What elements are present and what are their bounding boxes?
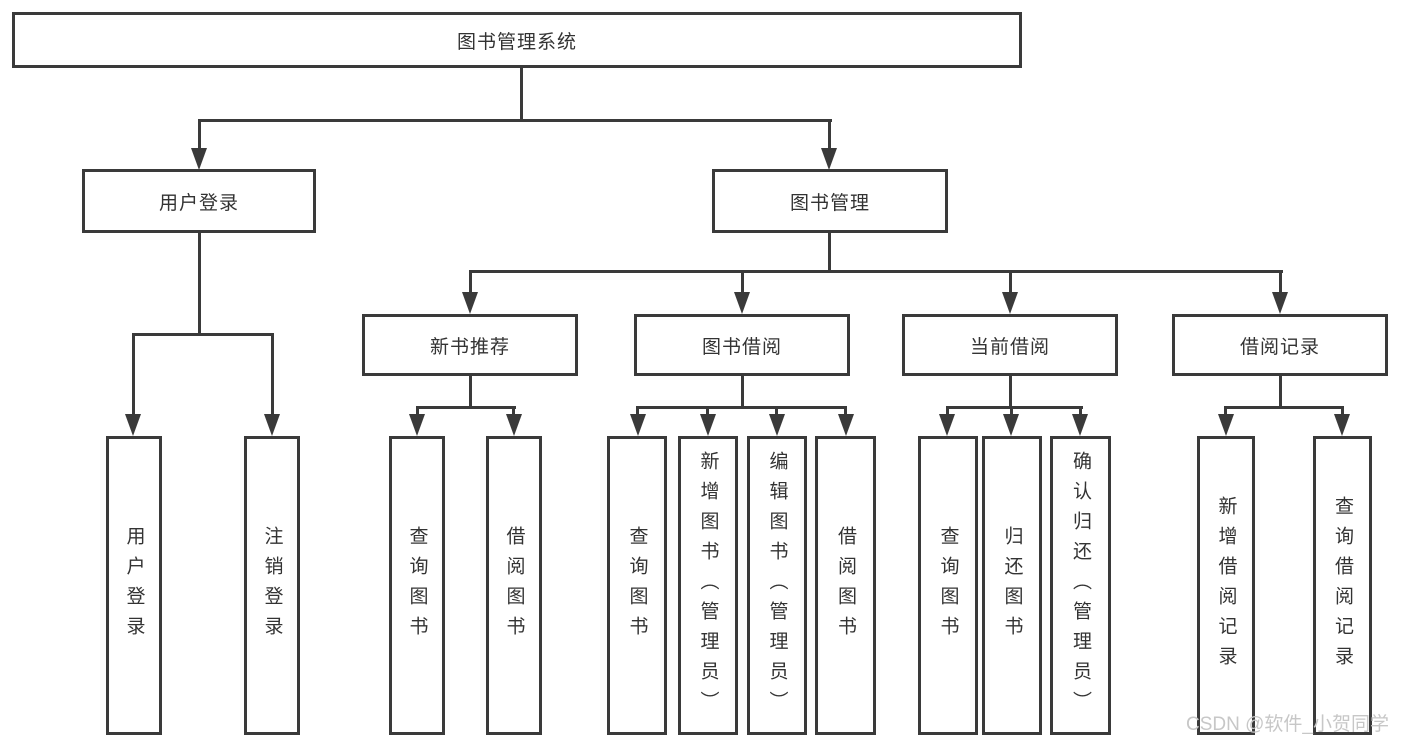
connector-line — [1079, 406, 1082, 416]
connector-line — [775, 406, 778, 416]
arrowhead-down-icon — [264, 414, 280, 436]
node-new-book-recommendation: 新书推荐 — [362, 314, 578, 376]
arrowhead-down-icon — [506, 414, 522, 436]
csdn-watermark: CSDN @软件_小贺同学 — [1186, 714, 1389, 735]
leaf-label: 查询图书 — [406, 525, 428, 646]
node-borrowing-records: 借阅记录 — [1172, 314, 1388, 376]
node-user-login: 用户登录 — [82, 169, 316, 233]
leaf-edit-books-admin: 编辑图书（管理员） — [747, 436, 807, 735]
leaf-query-books: 查询图书 — [918, 436, 978, 735]
arrowhead-down-icon — [1072, 414, 1088, 436]
arrowhead-down-icon — [1002, 292, 1018, 314]
arrowhead-down-icon — [700, 414, 716, 436]
arrowhead-down-icon — [821, 148, 837, 170]
leaf-label: 注销登录 — [261, 525, 283, 646]
connector-line — [1224, 406, 1227, 416]
connector-line — [1009, 374, 1012, 408]
connector-line — [198, 119, 201, 151]
connector-line — [416, 406, 419, 416]
leaf-label: 借阅图书 — [835, 525, 856, 646]
connector-line — [1010, 406, 1013, 416]
node-book-management: 图书管理 — [712, 169, 948, 233]
leaf-label: 新增借阅记录 — [1215, 495, 1237, 676]
connector-line — [469, 270, 1283, 273]
leaf-logout: 注销登录 — [244, 436, 300, 735]
connector-line — [520, 66, 523, 122]
connector-line — [198, 119, 832, 122]
arrowhead-down-icon — [409, 414, 425, 436]
arrowhead-down-icon — [1272, 292, 1288, 314]
leaf-query-borrow-record: 查询借阅记录 — [1313, 436, 1372, 735]
node-label: 图书借阅 — [701, 336, 782, 358]
leaf-label: 确认归还（管理员） — [1070, 450, 1091, 721]
node-current-borrowing: 当前借阅 — [902, 314, 1118, 376]
leaf-query-books: 查询图书 — [389, 436, 445, 735]
leaf-label: 查询图书 — [937, 525, 959, 646]
connector-line — [636, 406, 639, 416]
connector-line — [828, 119, 831, 151]
arrowhead-down-icon — [1003, 414, 1019, 436]
arrowhead-down-icon — [630, 414, 646, 436]
leaf-label: 编辑图书（管理员） — [766, 450, 788, 721]
leaf-label: 借阅图书 — [503, 525, 525, 646]
connector-line — [1225, 406, 1344, 409]
arrowhead-down-icon — [1218, 414, 1234, 436]
leaf-add-borrow-record: 新增借阅记录 — [1197, 436, 1255, 735]
arrowhead-down-icon — [1334, 414, 1350, 436]
connector-line — [512, 406, 515, 416]
leaf-borrow-books: 借阅图书 — [486, 436, 542, 735]
leaf-borrow-books: 借阅图书 — [815, 436, 876, 735]
connector-line — [1279, 374, 1282, 408]
leaf-user-login: 用户登录 — [106, 436, 162, 735]
arrowhead-down-icon — [939, 414, 955, 436]
arrowhead-down-icon — [191, 148, 207, 170]
connector-line — [844, 406, 847, 416]
node-label: 借阅记录 — [1239, 336, 1320, 358]
leaf-return-books: 归还图书 — [982, 436, 1042, 735]
connector-line — [1009, 270, 1012, 294]
connector-line — [828, 231, 831, 273]
connector-line — [271, 333, 274, 415]
arrowhead-down-icon — [462, 292, 478, 314]
connector-line — [636, 406, 847, 409]
connector-line — [469, 374, 472, 408]
node-library-management-system: 图书管理系统 — [12, 12, 1022, 68]
connector-line — [946, 406, 949, 416]
leaf-label: 用户登录 — [123, 525, 145, 646]
leaf-query-books: 查询图书 — [607, 436, 667, 735]
leaf-label: 查询借阅记录 — [1332, 495, 1353, 676]
connector-line — [1279, 270, 1282, 294]
leaf-label: 归还图书 — [1001, 525, 1023, 646]
connector-line — [469, 270, 472, 294]
connector-line — [132, 333, 274, 336]
connector-line — [741, 270, 744, 294]
connector-line — [132, 333, 135, 415]
connector-line — [706, 406, 709, 416]
arrowhead-down-icon — [838, 414, 854, 436]
leaf-label: 查询图书 — [626, 525, 648, 646]
leaf-label: 新增图书（管理员） — [697, 450, 719, 721]
node-book-borrowing: 图书借阅 — [634, 314, 850, 376]
node-label: 当前借阅 — [969, 336, 1050, 358]
node-label: 新书推荐 — [429, 336, 510, 358]
arrowhead-down-icon — [734, 292, 750, 314]
leaf-add-books-admin: 新增图书（管理员） — [678, 436, 738, 735]
connector-line — [416, 406, 516, 409]
node-label: 图书管理系统 — [456, 31, 577, 53]
arrowhead-down-icon — [125, 414, 141, 436]
connector-line — [946, 406, 1083, 409]
arrowhead-down-icon — [769, 414, 785, 436]
node-label: 图书管理 — [789, 192, 870, 214]
connector-line — [198, 231, 201, 335]
connector-line — [741, 374, 744, 408]
leaf-confirm-return-admin: 确认归还（管理员） — [1050, 436, 1111, 735]
connector-line — [1341, 406, 1344, 416]
node-label: 用户登录 — [158, 192, 239, 214]
